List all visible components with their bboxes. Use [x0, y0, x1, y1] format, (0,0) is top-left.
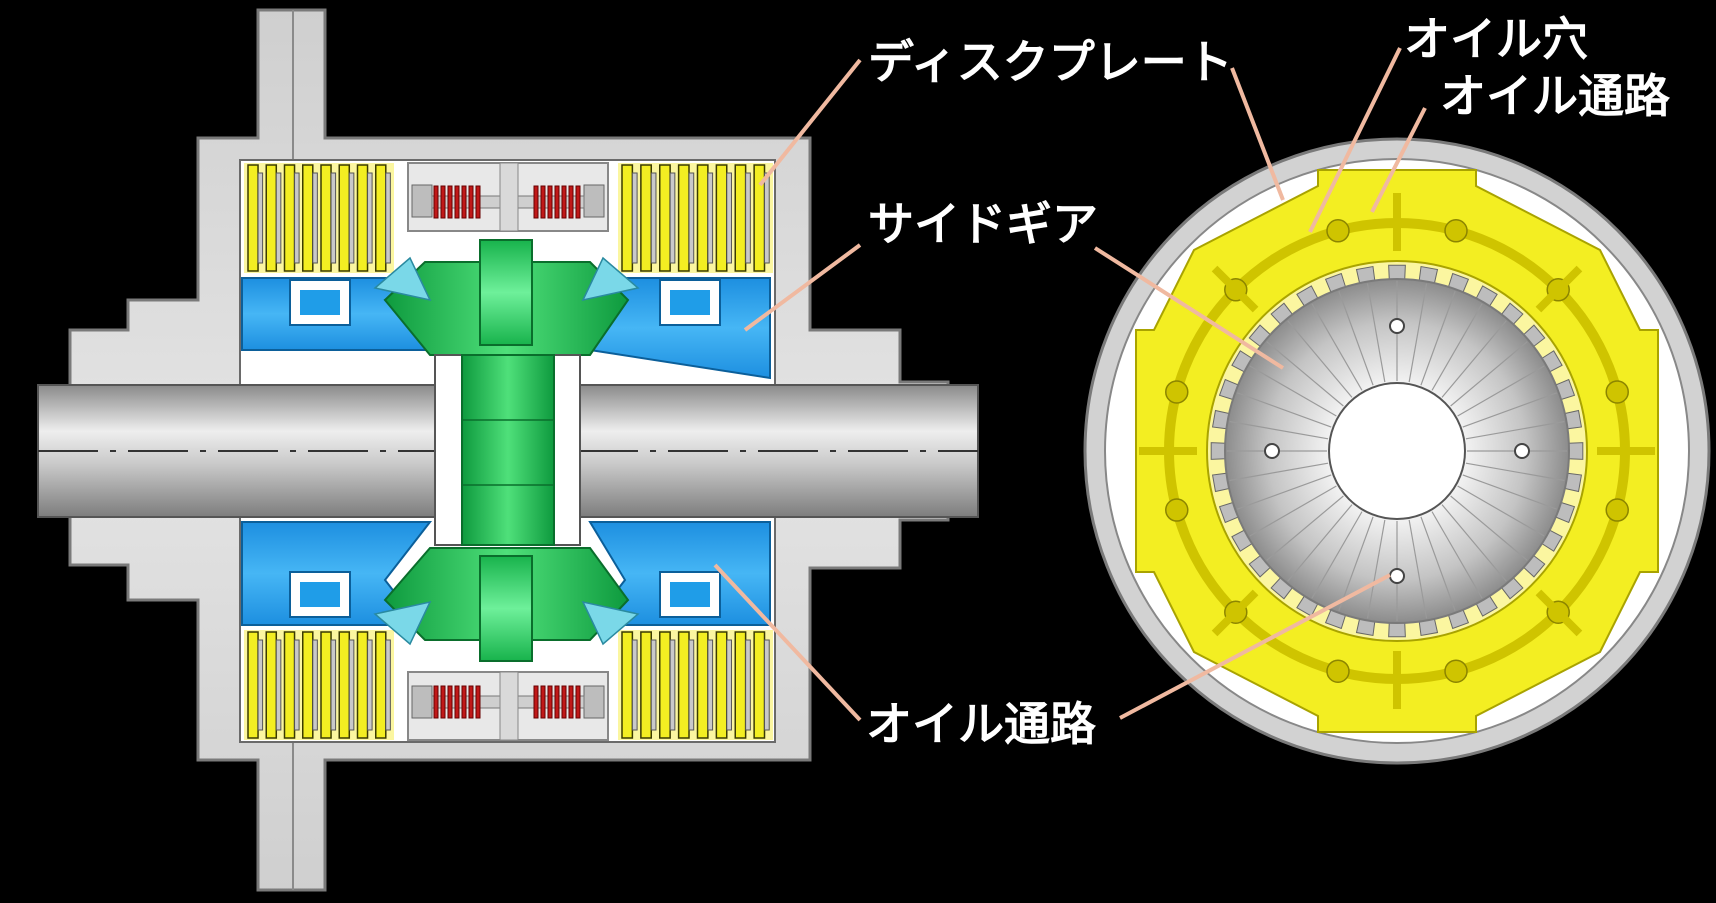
label-side-gear: サイドギア	[868, 197, 1098, 251]
disc-plates-top-right	[618, 163, 773, 273]
right-front-view	[1083, 137, 1711, 765]
leader-disc-plate-left	[758, 58, 862, 187]
leader-side-gear-right	[1093, 246, 1285, 370]
leader-oil-hole	[1308, 47, 1402, 233]
leader-oil-passage-bottom-right	[1119, 573, 1391, 720]
leader-disc-plate-right	[1230, 67, 1285, 201]
label-oil-passage-top: オイル通路	[1440, 69, 1671, 123]
label-oil-passage-bottom: オイル通路	[866, 697, 1097, 751]
disc-plates-top-left	[244, 163, 394, 273]
pinion-gear-top	[373, 239, 640, 356]
spring-assembly-bottom	[407, 671, 609, 741]
pinion-gear-bottom	[373, 547, 640, 662]
axle-bore	[1328, 382, 1466, 520]
disc-plates-bottom-left	[244, 630, 394, 740]
leader-oil-passage-bottom-left	[713, 563, 862, 722]
left-cross-section	[37, 8, 979, 892]
label-disc-plate: ディスクプレート	[868, 35, 1233, 89]
side-gear-bottom	[241, 521, 771, 626]
disc-plates-bottom-right	[618, 630, 773, 740]
leader-lines	[713, 47, 1427, 722]
spring-assembly-top	[407, 162, 609, 232]
side-gear-top	[241, 277, 771, 380]
leader-oil-passage-top	[1370, 107, 1427, 213]
label-oil-hole: オイル穴	[1404, 12, 1588, 66]
side-gear-face	[1206, 260, 1588, 642]
pinion-shaft	[434, 354, 581, 546]
leader-side-gear-left	[743, 243, 862, 332]
